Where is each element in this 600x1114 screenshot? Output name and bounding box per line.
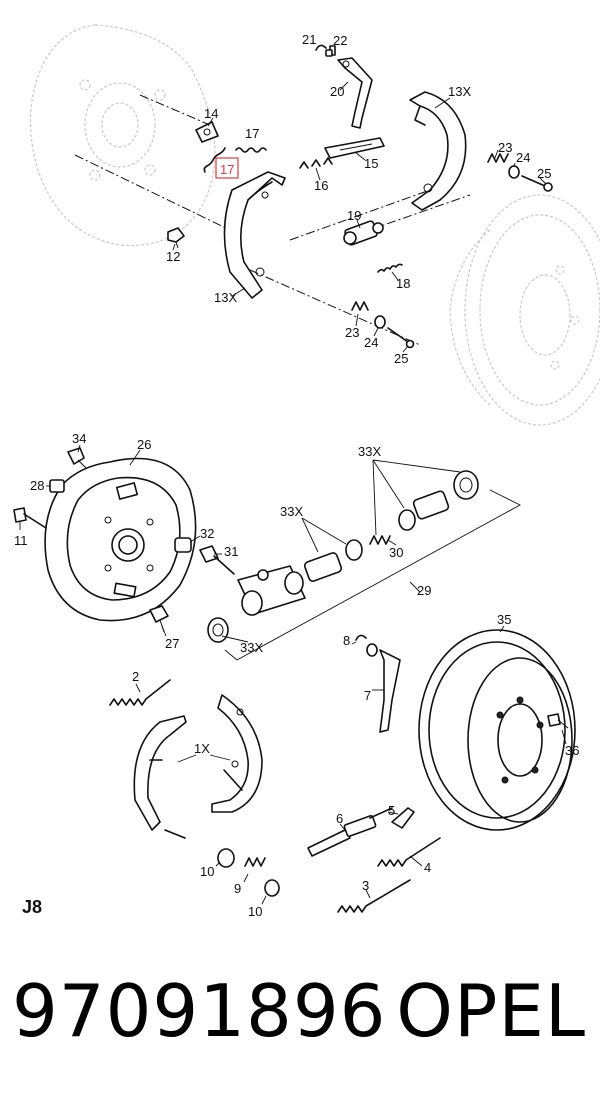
adjuster-spring — [377, 263, 403, 273]
label-33x-top: 33X — [358, 444, 381, 459]
retaining-clip — [315, 44, 327, 51]
label-16: 16 — [314, 178, 328, 193]
label-25-bottom: 25 — [394, 351, 408, 366]
piston-right — [412, 490, 450, 520]
upper-exploded-view: 21 22 20 13X 14 17 17 15 16 23 24 25 19 … — [29, 24, 600, 426]
upper-return-spring — [109, 679, 171, 706]
label-22: 22 — [333, 33, 347, 48]
label-3: 3 — [362, 878, 369, 893]
brake-shoe-lower — [223, 171, 286, 299]
brake-drum — [418, 629, 576, 831]
cylinder-spring — [369, 535, 391, 545]
label-15: 15 — [364, 156, 378, 171]
drum-screw — [547, 713, 569, 729]
rubber-plug — [49, 479, 65, 493]
dust-boot — [453, 470, 479, 500]
highlight-box — [215, 157, 239, 179]
adjuster-lever-clip — [391, 807, 415, 829]
label-25-top: 25 — [537, 166, 551, 181]
backing-plate — [44, 457, 197, 622]
bleeder-screw — [199, 545, 235, 575]
hex-bolt-lower — [149, 605, 169, 633]
label-1x: 1X — [194, 741, 210, 756]
strut-bar — [324, 137, 385, 159]
dust-cap — [174, 537, 192, 553]
brake-shoe-upper — [409, 91, 467, 211]
section-code: J8 — [22, 897, 42, 917]
parking-brake-lever — [355, 634, 401, 733]
brand-name: OPEL — [396, 969, 586, 1053]
label-23-top: 23 — [498, 140, 512, 155]
cylinder-seal-left — [207, 617, 229, 643]
hold-down-spring — [244, 857, 266, 867]
lever-pin — [325, 49, 333, 57]
label-20: 20 — [330, 84, 344, 99]
label-13x-top: 13X — [448, 84, 471, 99]
label-26: 26 — [137, 437, 151, 452]
wheel-cylinder-lower — [237, 565, 306, 616]
label-7: 7 — [364, 688, 371, 703]
label-27: 27 — [165, 636, 179, 651]
exploded-diagram: 21 22 20 13X 14 17 17 15 16 23 24 25 19 … — [13, 24, 600, 919]
label-18: 18 — [396, 276, 410, 291]
cup-seal — [398, 509, 416, 531]
adjuster-assembly — [307, 807, 393, 857]
label-23-bottom: 23 — [345, 325, 359, 340]
label-24-bottom: 24 — [364, 335, 378, 350]
hold-down-cup-lower — [264, 879, 280, 897]
label-12: 12 — [166, 249, 180, 264]
ghost-backing-plate — [29, 24, 216, 247]
lower-spring-4 — [377, 837, 441, 867]
piston-left — [303, 539, 363, 582]
label-10-upper: 10 — [200, 864, 214, 879]
brake-shoe-left — [133, 715, 187, 839]
pin-plate — [195, 121, 219, 143]
label-35: 35 — [497, 612, 511, 627]
label-17-upper: 17 — [245, 126, 259, 141]
label-19: 19 — [347, 208, 361, 223]
label-9: 9 — [234, 881, 241, 896]
label-33x-bottom: 33X — [240, 640, 263, 655]
mounting-bolt — [13, 507, 47, 529]
label-8: 8 — [343, 633, 350, 648]
hold-down-set-lower — [351, 301, 415, 349]
label-21: 21 — [302, 32, 316, 47]
wheel-cylinder-upper — [343, 220, 384, 246]
return-spring — [203, 147, 267, 173]
label-34: 34 — [72, 431, 86, 446]
label-29: 29 — [417, 583, 431, 598]
ghost-brake-drum — [449, 194, 600, 426]
label-11: 11 — [14, 533, 28, 548]
label-30: 30 — [389, 545, 403, 560]
part-number: 97091896 — [12, 969, 387, 1053]
bolt-upper — [167, 227, 185, 249]
label-24-top: 24 — [516, 150, 530, 165]
label-36: 36 — [565, 743, 579, 758]
hold-down-set-upper — [487, 153, 553, 192]
lower-exploded-view: 34 26 28 11 32 31 27 33X 33X 33X 30 29 3… — [13, 431, 579, 919]
clips — [299, 157, 333, 169]
label-2: 2 — [132, 669, 139, 684]
label-17-highlighted: 17 — [220, 162, 234, 177]
label-32: 32 — [200, 526, 214, 541]
label-33x-mid: 33X — [280, 504, 303, 519]
label-13x-bottom: 13X — [214, 290, 237, 305]
hold-down-cup-upper — [217, 848, 235, 868]
label-31: 31 — [224, 544, 238, 559]
label-28: 28 — [30, 478, 44, 493]
label-5: 5 — [388, 803, 395, 818]
bleeder-bolt — [67, 447, 87, 469]
label-4: 4 — [424, 860, 431, 875]
lower-spring-3 — [337, 879, 411, 913]
brake-shoe-right — [211, 694, 263, 813]
label-14: 14 — [204, 106, 218, 121]
label-10-lower: 10 — [248, 904, 262, 919]
label-6: 6 — [336, 811, 343, 826]
